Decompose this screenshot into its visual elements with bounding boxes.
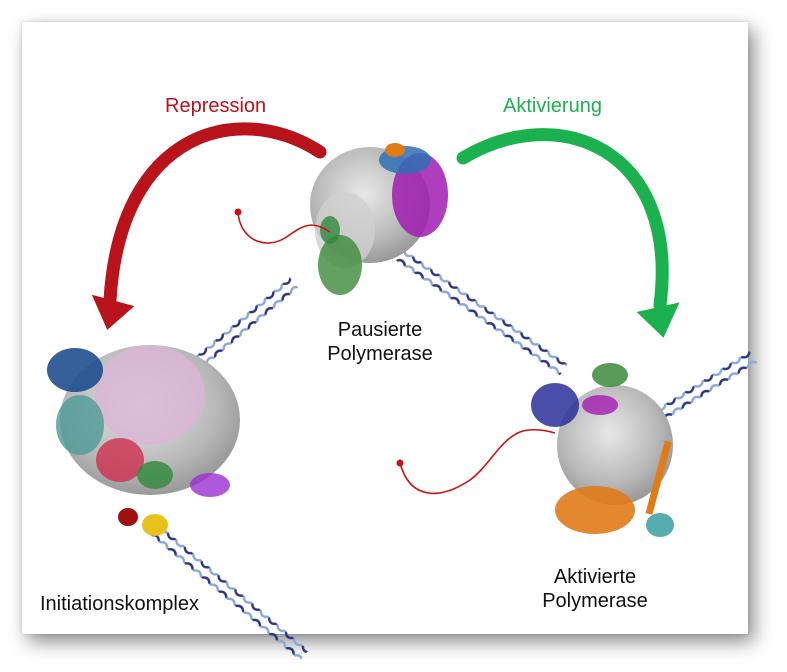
activation-arrow-icon (456, 128, 680, 338)
active-polymerase-label-line1: Aktivierte (553, 566, 637, 588)
paused-polymerase-label-line1: Pausierte (337, 319, 423, 341)
initiation-complex-label: Initiationskomplex (40, 593, 199, 615)
active-polymerase-label-line2: Polymerase (542, 590, 648, 612)
paused-polymerase-label-line2: Polymerase (327, 343, 433, 365)
rna-strand-icon (234, 208, 331, 244)
paused-polymerase-label: Pausierte Polymerase (310, 318, 450, 366)
rna-strand-icon (396, 428, 556, 495)
figure-card (22, 22, 748, 634)
activation-label: Aktivierung (503, 95, 602, 117)
repression-label: Repression (165, 95, 267, 117)
active-polymerase-label: Aktivierte Polymerase (520, 565, 670, 613)
paused-polymerase-protein-icon (310, 143, 448, 295)
initiation-complex-protein-icon (47, 345, 240, 536)
repression-arrow-icon (91, 122, 327, 330)
active-polymerase-protein-icon (531, 363, 674, 537)
